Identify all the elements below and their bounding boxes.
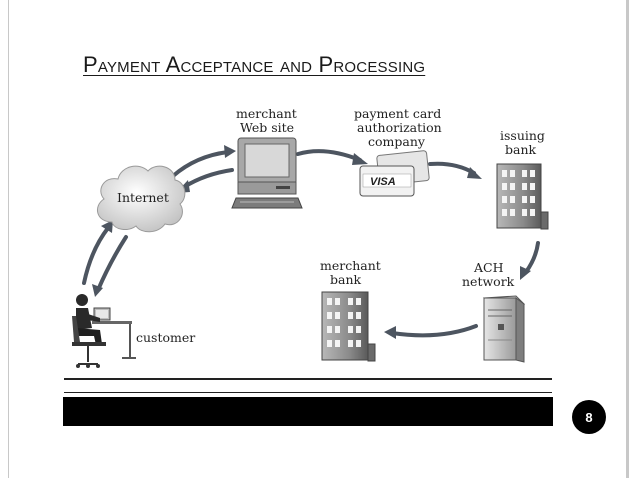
footer-bar [63,397,553,426]
page-number-badge: 8 [572,400,606,434]
slide-title: Payment Acceptance and Processing [83,52,426,77]
customer-label: customer [136,330,195,345]
arrow-internet-to-website [171,150,230,178]
merchant-bank-label: merchant bank [320,258,385,287]
bottom-rule-thick [64,378,552,380]
arrowhead [92,284,103,297]
issuing-bank-building-icon [496,163,549,230]
arrow-ach-to-merchant-bank [390,324,478,338]
issuing-bank-label: issuing bank [500,128,549,157]
arrow-website-to-card-company [296,149,362,162]
arrowhead [224,145,236,158]
arrowhead [520,266,531,280]
merchant-computer-icon [231,137,303,209]
arrow-issuing-bank-to-ach [524,241,540,274]
ach-server-icon [482,295,526,363]
arrowhead [352,153,368,165]
arrowhead [101,220,113,233]
payment-card-company-label: payment card authorization company [354,106,446,149]
slide-frame-right [626,0,629,478]
arrow-customer-to-internet [82,226,110,285]
merchant-bank-building-icon [321,291,376,362]
arrowhead [384,326,396,339]
arrow-internet-to-customer [96,235,128,292]
visa-logo-text: VISA [370,176,396,188]
customer-at-desk-icon [72,294,136,368]
internet-label: Internet [117,190,169,205]
arrowhead [467,167,482,179]
internet-cloud [96,165,186,233]
arrow-card-company-to-issuing-bank [428,161,476,175]
ach-network-label: ACH network [462,260,515,289]
merchant-web-site-label: merchant Web site [236,106,301,135]
arrow-website-to-internet [182,168,234,189]
credit-card-icon: VISA [359,150,430,197]
slide-frame-left [8,0,9,478]
bottom-rule-thin [64,392,552,393]
